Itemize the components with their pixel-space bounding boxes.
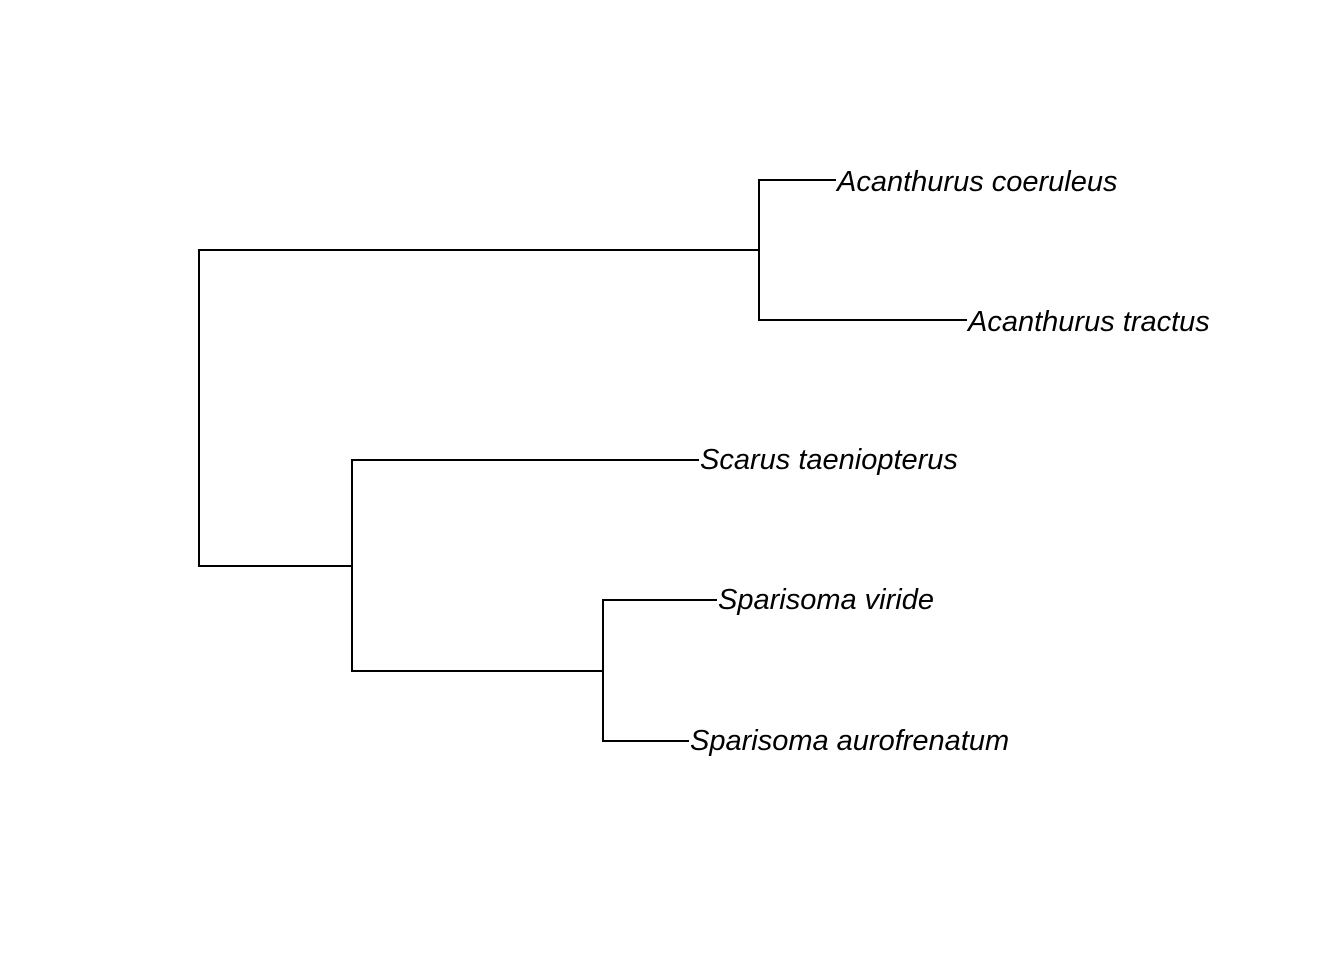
tip-label-sparisoma-aurofrenatum: Sparisoma aurofrenatum <box>690 725 1009 757</box>
tip-label-acanthurus-coeruleus: Acanthurus coeruleus <box>835 166 1118 198</box>
tip-label-sparisoma-viride: Sparisoma viride <box>718 584 934 616</box>
tip-label-scarus-taeniopterus: Scarus taeniopterus <box>700 444 958 476</box>
tip-label-acanthurus-tractus: Acanthurus tractus <box>966 306 1210 338</box>
